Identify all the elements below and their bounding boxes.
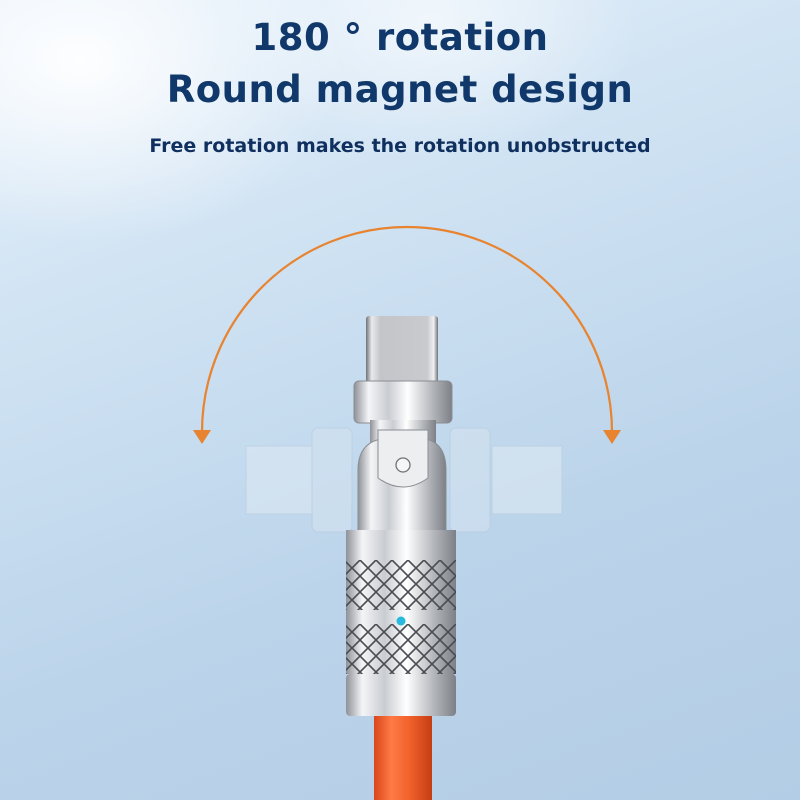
indicator-led <box>396 616 406 626</box>
rotation-arc-arrow-icon <box>193 225 621 444</box>
usb-c-plug <box>366 316 438 386</box>
hinge-pin <box>395 457 411 473</box>
subheadline: Free rotation makes the rotation unobstr… <box>149 135 651 157</box>
ghost-connector-right <box>449 427 563 533</box>
headline-line-1: 180 ° rotation <box>251 16 549 59</box>
ghost-connector-left <box>245 427 353 533</box>
headline-line-2: Round magnet design <box>166 68 634 111</box>
orange-cable <box>374 714 432 800</box>
